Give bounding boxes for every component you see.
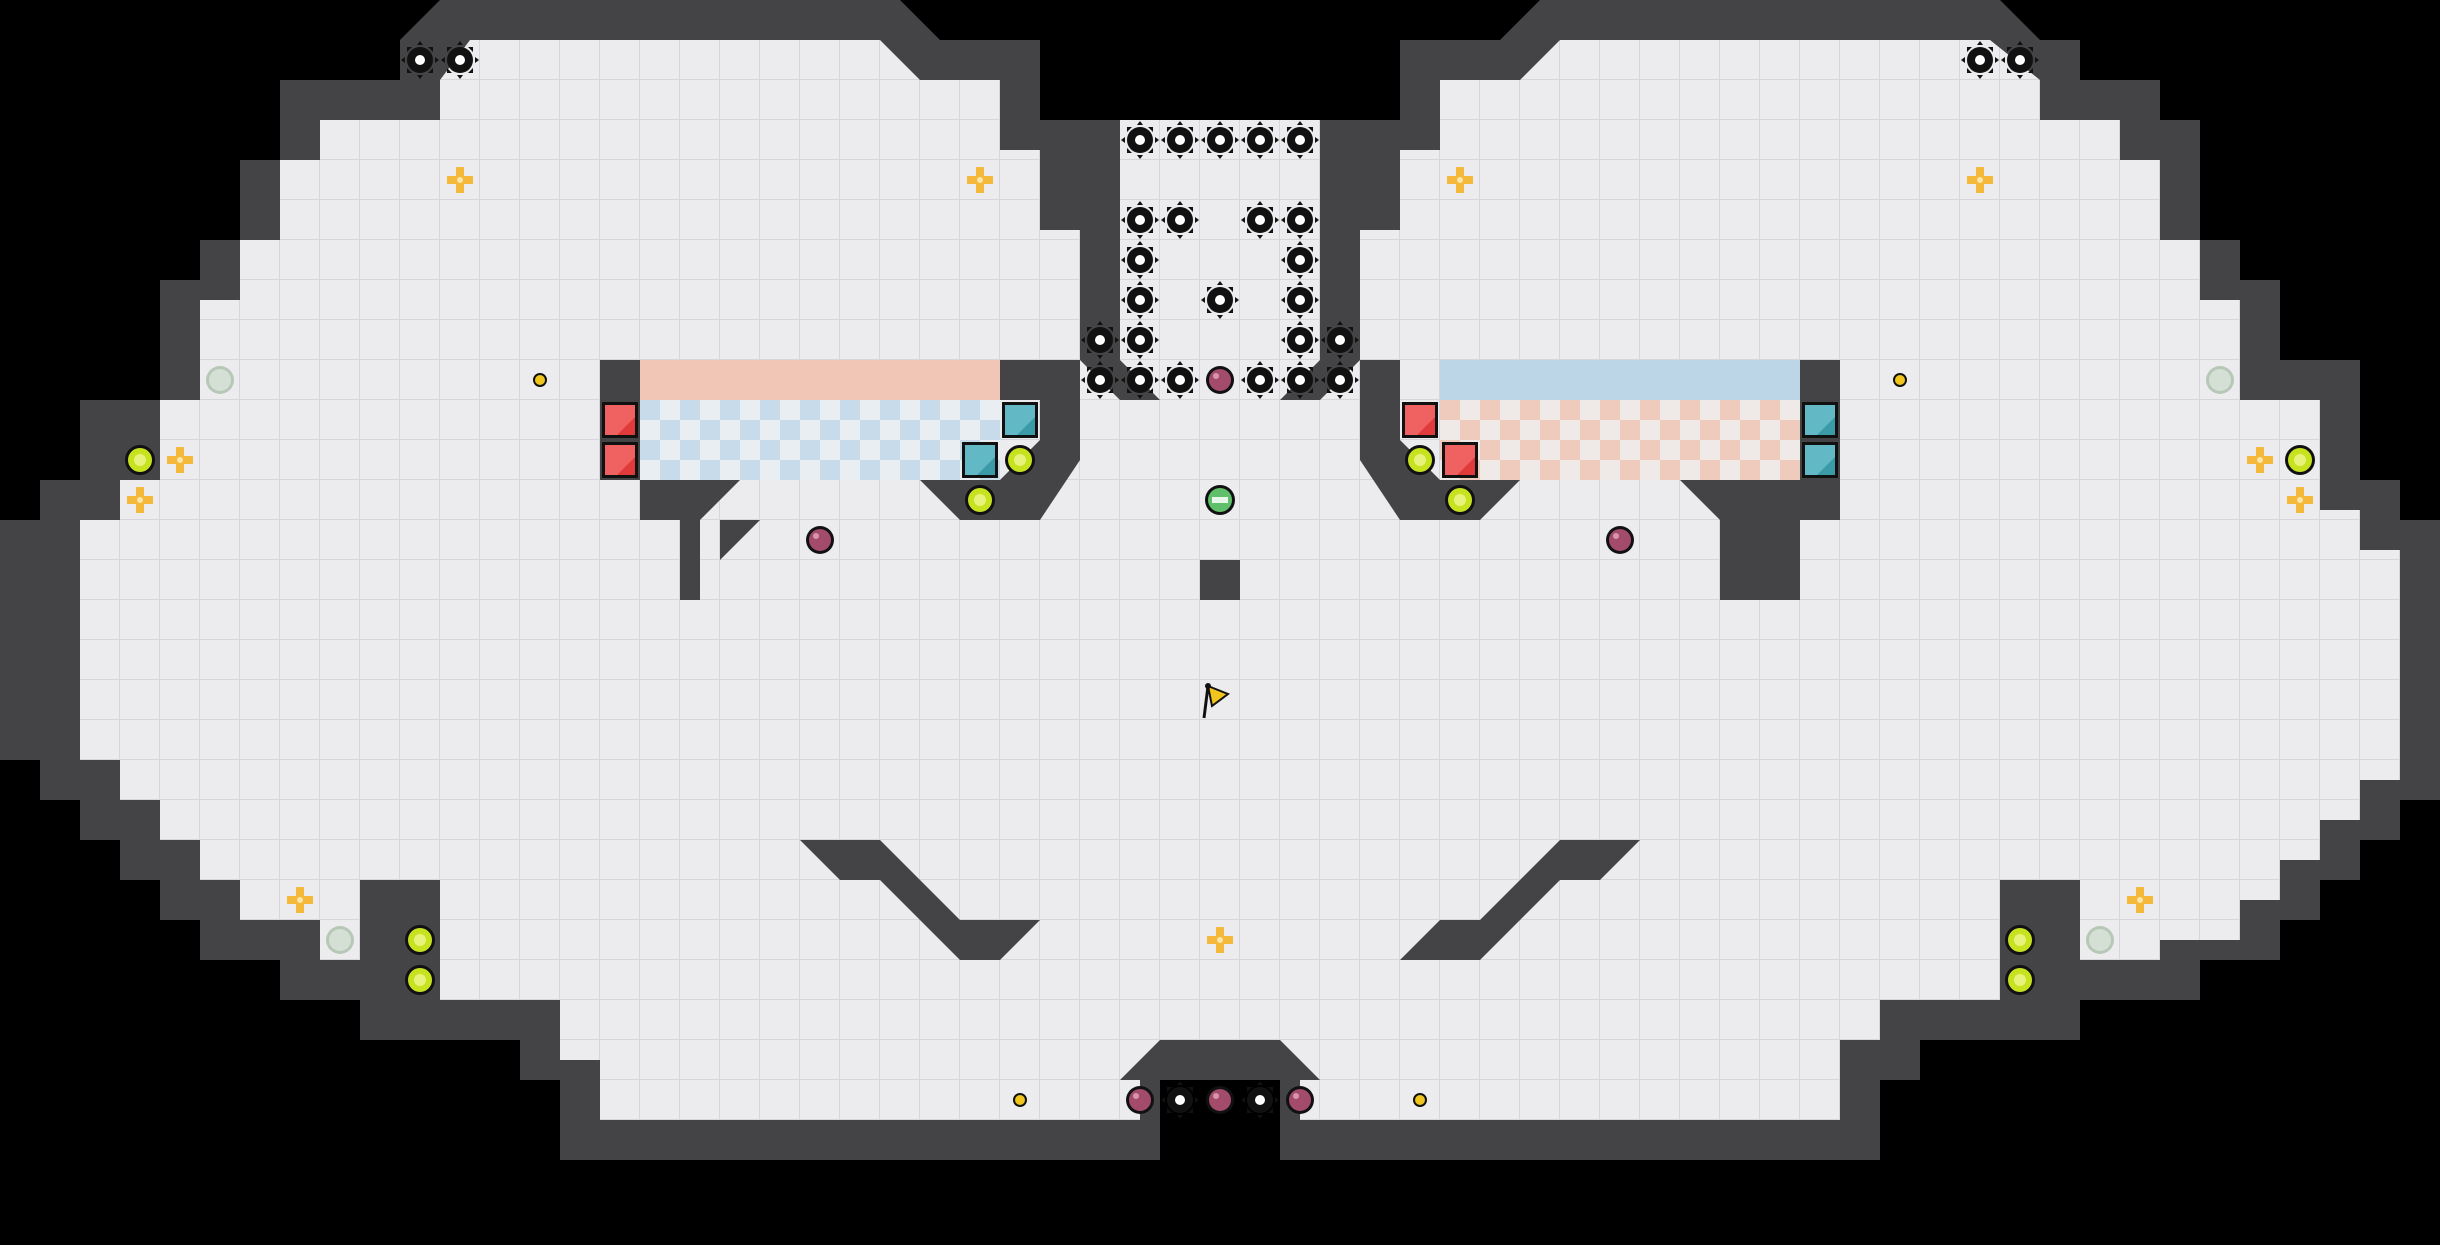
center-button (1205, 485, 1235, 515)
speed-boost (1005, 445, 1035, 475)
portal (2086, 926, 2114, 954)
small-orb (1413, 1093, 1427, 1107)
blue-tile (962, 442, 998, 478)
small-orb (1013, 1093, 1027, 1107)
speed-boost (405, 925, 435, 955)
speed-boost (965, 485, 995, 515)
lower-right-ramp (1400, 840, 1640, 960)
small-orb (533, 373, 547, 387)
speed-boost (1405, 445, 1435, 475)
bottom-center-mound (1120, 1040, 1320, 1080)
speed-boost (125, 445, 155, 475)
blue-tile (1802, 442, 1838, 478)
small-orbs (533, 373, 1907, 1107)
small-orb (1893, 373, 1907, 387)
bomb (1206, 1086, 1234, 1114)
red-tile (602, 442, 638, 478)
blue-tile (1002, 402, 1038, 438)
bomb (806, 526, 834, 554)
center-block (1200, 560, 1240, 600)
red-tile (1442, 442, 1478, 478)
red-tile (602, 402, 638, 438)
red-tile (1402, 402, 1438, 438)
left-base-slope (720, 520, 760, 560)
portal (326, 926, 354, 954)
lower-left-ramp (800, 840, 1040, 960)
flag-icon (1202, 683, 1231, 719)
left-base-top-right-block (1000, 360, 1040, 400)
right-base-top-block (1800, 360, 1840, 400)
portal (206, 366, 234, 394)
red-team-zone (640, 360, 1000, 480)
left-base-top-left-block (600, 360, 640, 400)
speed-boost (1445, 485, 1475, 515)
bomb (1206, 366, 1234, 394)
bomb (1126, 1086, 1154, 1114)
blue-tile (1802, 402, 1838, 438)
bomb (1606, 526, 1634, 554)
speed-boost (405, 965, 435, 995)
speed-boost (2285, 445, 2315, 475)
bomb (1286, 1086, 1314, 1114)
blue-team-zone (1440, 360, 1800, 480)
speed-boost (2005, 965, 2035, 995)
right-base-wall (1360, 360, 1840, 600)
speed-boost (2005, 925, 2035, 955)
portal (2206, 366, 2234, 394)
